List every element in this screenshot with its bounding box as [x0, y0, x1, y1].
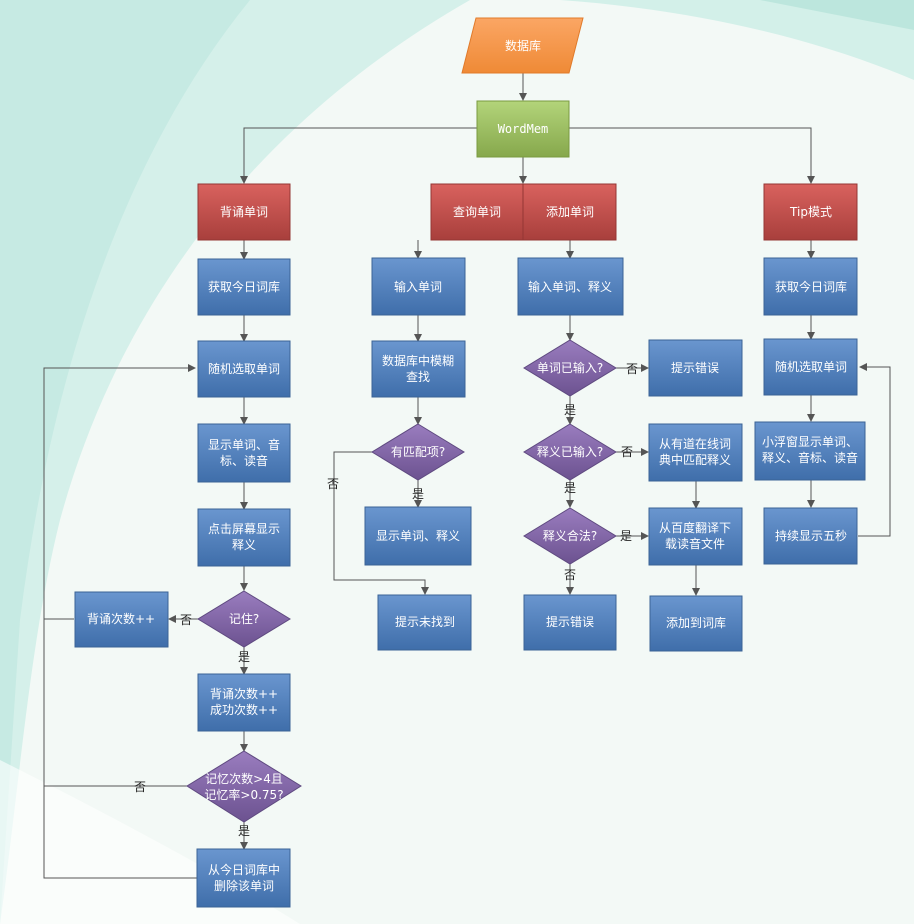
node-mode-recite-label: 背诵单词	[220, 205, 268, 219]
node-add-youdao-line1: 从有道在线词	[659, 437, 731, 451]
node-mode-query-label: 查询单词	[453, 205, 501, 219]
node-recite-random: 随机选取单词	[197, 340, 291, 398]
node-add-word-check-label: 单词已输入?	[537, 360, 603, 375]
edge-labels: 是 否 否 是 否 是 否 是 否 是 是 否	[134, 362, 638, 838]
label-valid-yes: 是	[620, 529, 632, 543]
label-check-no: 否	[134, 780, 146, 794]
node-add-error1: 提示错误	[648, 339, 743, 397]
node-recite-remember-label: 记住?	[229, 612, 259, 626]
node-tip-get-label: 获取今日词库	[775, 279, 847, 294]
node-recite-count: 背诵次数++	[74, 591, 169, 648]
node-add-word-check: 单词已输入?	[523, 339, 617, 397]
node-add-valid-check-label: 释义合法?	[543, 528, 597, 543]
edges	[43, 73, 891, 879]
node-wordmem: WordMem	[476, 100, 570, 158]
node-query-notfound-label: 提示未找到	[395, 614, 455, 629]
node-add-youdao-line2: 典中匹配释义	[659, 452, 731, 467]
node-tip-five-label: 持续显示五秒	[775, 528, 847, 543]
label-word-yes: 是	[564, 403, 576, 417]
node-tip-float-line1: 小浮窗显示单词、	[762, 435, 858, 449]
label-meaning-yes: 是	[564, 481, 576, 495]
node-recite-random-label: 随机选取单词	[208, 361, 280, 376]
node-query-search-line1: 数据库中模糊	[382, 353, 454, 368]
node-recite-click-line2: 释义	[232, 538, 256, 552]
node-add-save-label: 添加到词库	[666, 615, 726, 630]
node-recite-check-line1: 记忆次数>4且	[205, 771, 283, 786]
node-tip-random-label: 随机选取单词	[775, 359, 847, 374]
node-database: 数据库	[461, 17, 584, 74]
node-query-show-label: 显示单词、释义	[376, 529, 460, 543]
node-mode-tip-label: Tip模式	[789, 205, 832, 219]
node-recite-click-line1: 点击屏幕显示	[208, 522, 280, 536]
node-tip-five: 持续显示五秒	[763, 507, 858, 565]
label-check-yes: 是	[238, 824, 250, 838]
node-query-search-line2: 查找	[406, 370, 430, 384]
node-wordmem-label: WordMem	[498, 122, 549, 136]
node-add-valid-check: 释义合法?	[523, 507, 617, 565]
node-add-save: 添加到词库	[649, 595, 743, 652]
edge-root-recite	[240, 127, 477, 184]
edge-match-no	[333, 451, 429, 595]
node-recite-show: 显示单词、音 标、读音	[197, 423, 291, 483]
node-add-error2-label: 提示错误	[546, 614, 594, 629]
node-recite-get-label: 获取今日词库	[208, 279, 280, 294]
label-meaning-no: 否	[621, 445, 633, 459]
node-query-search: 数据库中模糊 查找	[371, 340, 466, 398]
node-tip-float: 小浮窗显示单词、 释义、音标、读音	[754, 421, 866, 481]
node-query-match: 有匹配项?	[371, 423, 465, 481]
node-mode-query: 查询单词	[430, 183, 524, 241]
node-query-input: 输入单词	[371, 257, 466, 316]
edge-loop-back	[43, 364, 197, 879]
node-recite-check: 记忆次数>4且 记忆率>0.75?	[186, 750, 302, 823]
node-recite-click: 点击屏幕显示 释义	[197, 508, 291, 567]
node-query-input-label: 输入单词	[394, 279, 442, 294]
node-recite-counts-line1: 背诵次数++	[210, 686, 278, 701]
node-recite-counts: 背诵次数++ 成功次数++	[197, 673, 291, 732]
edge-tip-loop	[858, 363, 891, 537]
node-add-meaning-check: 释义已输入?	[523, 423, 617, 481]
node-add-meaning-check-label: 释义已输入?	[537, 444, 603, 459]
label-remember-no: 否	[180, 613, 192, 627]
node-recite-check-line2: 记忆率>0.75?	[204, 787, 283, 802]
node-recite-show-line2: 标、读音	[220, 453, 268, 468]
label-word-no: 否	[626, 362, 638, 376]
node-query-show: 显示单词、释义	[364, 506, 472, 566]
node-recite-show-line1: 显示单词、音	[208, 437, 280, 452]
node-add-error2: 提示错误	[523, 594, 617, 651]
node-recite-delete-line2: 删除该单词	[214, 878, 274, 893]
node-add-baidu: 从百度翻译下 载读音文件	[648, 507, 743, 566]
node-tip-random: 随机选取单词	[763, 338, 858, 396]
edge-root-tip	[569, 127, 815, 184]
node-recite-remember: 记住?	[197, 590, 291, 648]
node-query-notfound: 提示未找到	[377, 594, 472, 651]
node-recite-count-label: 背诵次数++	[87, 611, 155, 626]
label-match-no: 否	[327, 477, 339, 491]
node-database-label: 数据库	[505, 38, 541, 53]
node-query-match-label: 有匹配项?	[391, 445, 445, 459]
node-add-youdao: 从有道在线词 典中匹配释义	[648, 423, 743, 482]
node-add-input: 输入单词、释义	[517, 257, 624, 316]
node-mode-tip: Tip模式	[763, 183, 858, 241]
node-mode-add-label: 添加单词	[546, 205, 594, 219]
node-recite-delete: 从今日词库中 删除该单词	[196, 848, 291, 908]
node-mode-recite: 背诵单词	[197, 183, 291, 241]
node-recite-counts-line2: 成功次数++	[210, 702, 278, 717]
label-match-yes: 是	[412, 487, 424, 501]
node-tip-get: 获取今日词库	[763, 257, 858, 316]
label-valid-no: 否	[564, 568, 576, 582]
node-recite-delete-line1: 从今日词库中	[208, 862, 280, 877]
node-mode-add: 添加单词	[522, 183, 617, 241]
node-add-input-label: 输入单词、释义	[528, 279, 612, 294]
node-tip-float-line2: 释义、音标、读音	[762, 450, 858, 465]
node-add-baidu-line1: 从百度翻译下	[659, 520, 731, 535]
label-remember-yes: 是	[238, 650, 250, 664]
node-add-error1-label: 提示错误	[671, 360, 719, 375]
node-recite-get: 获取今日词库	[197, 258, 291, 316]
node-add-baidu-line2: 载读音文件	[665, 536, 725, 551]
